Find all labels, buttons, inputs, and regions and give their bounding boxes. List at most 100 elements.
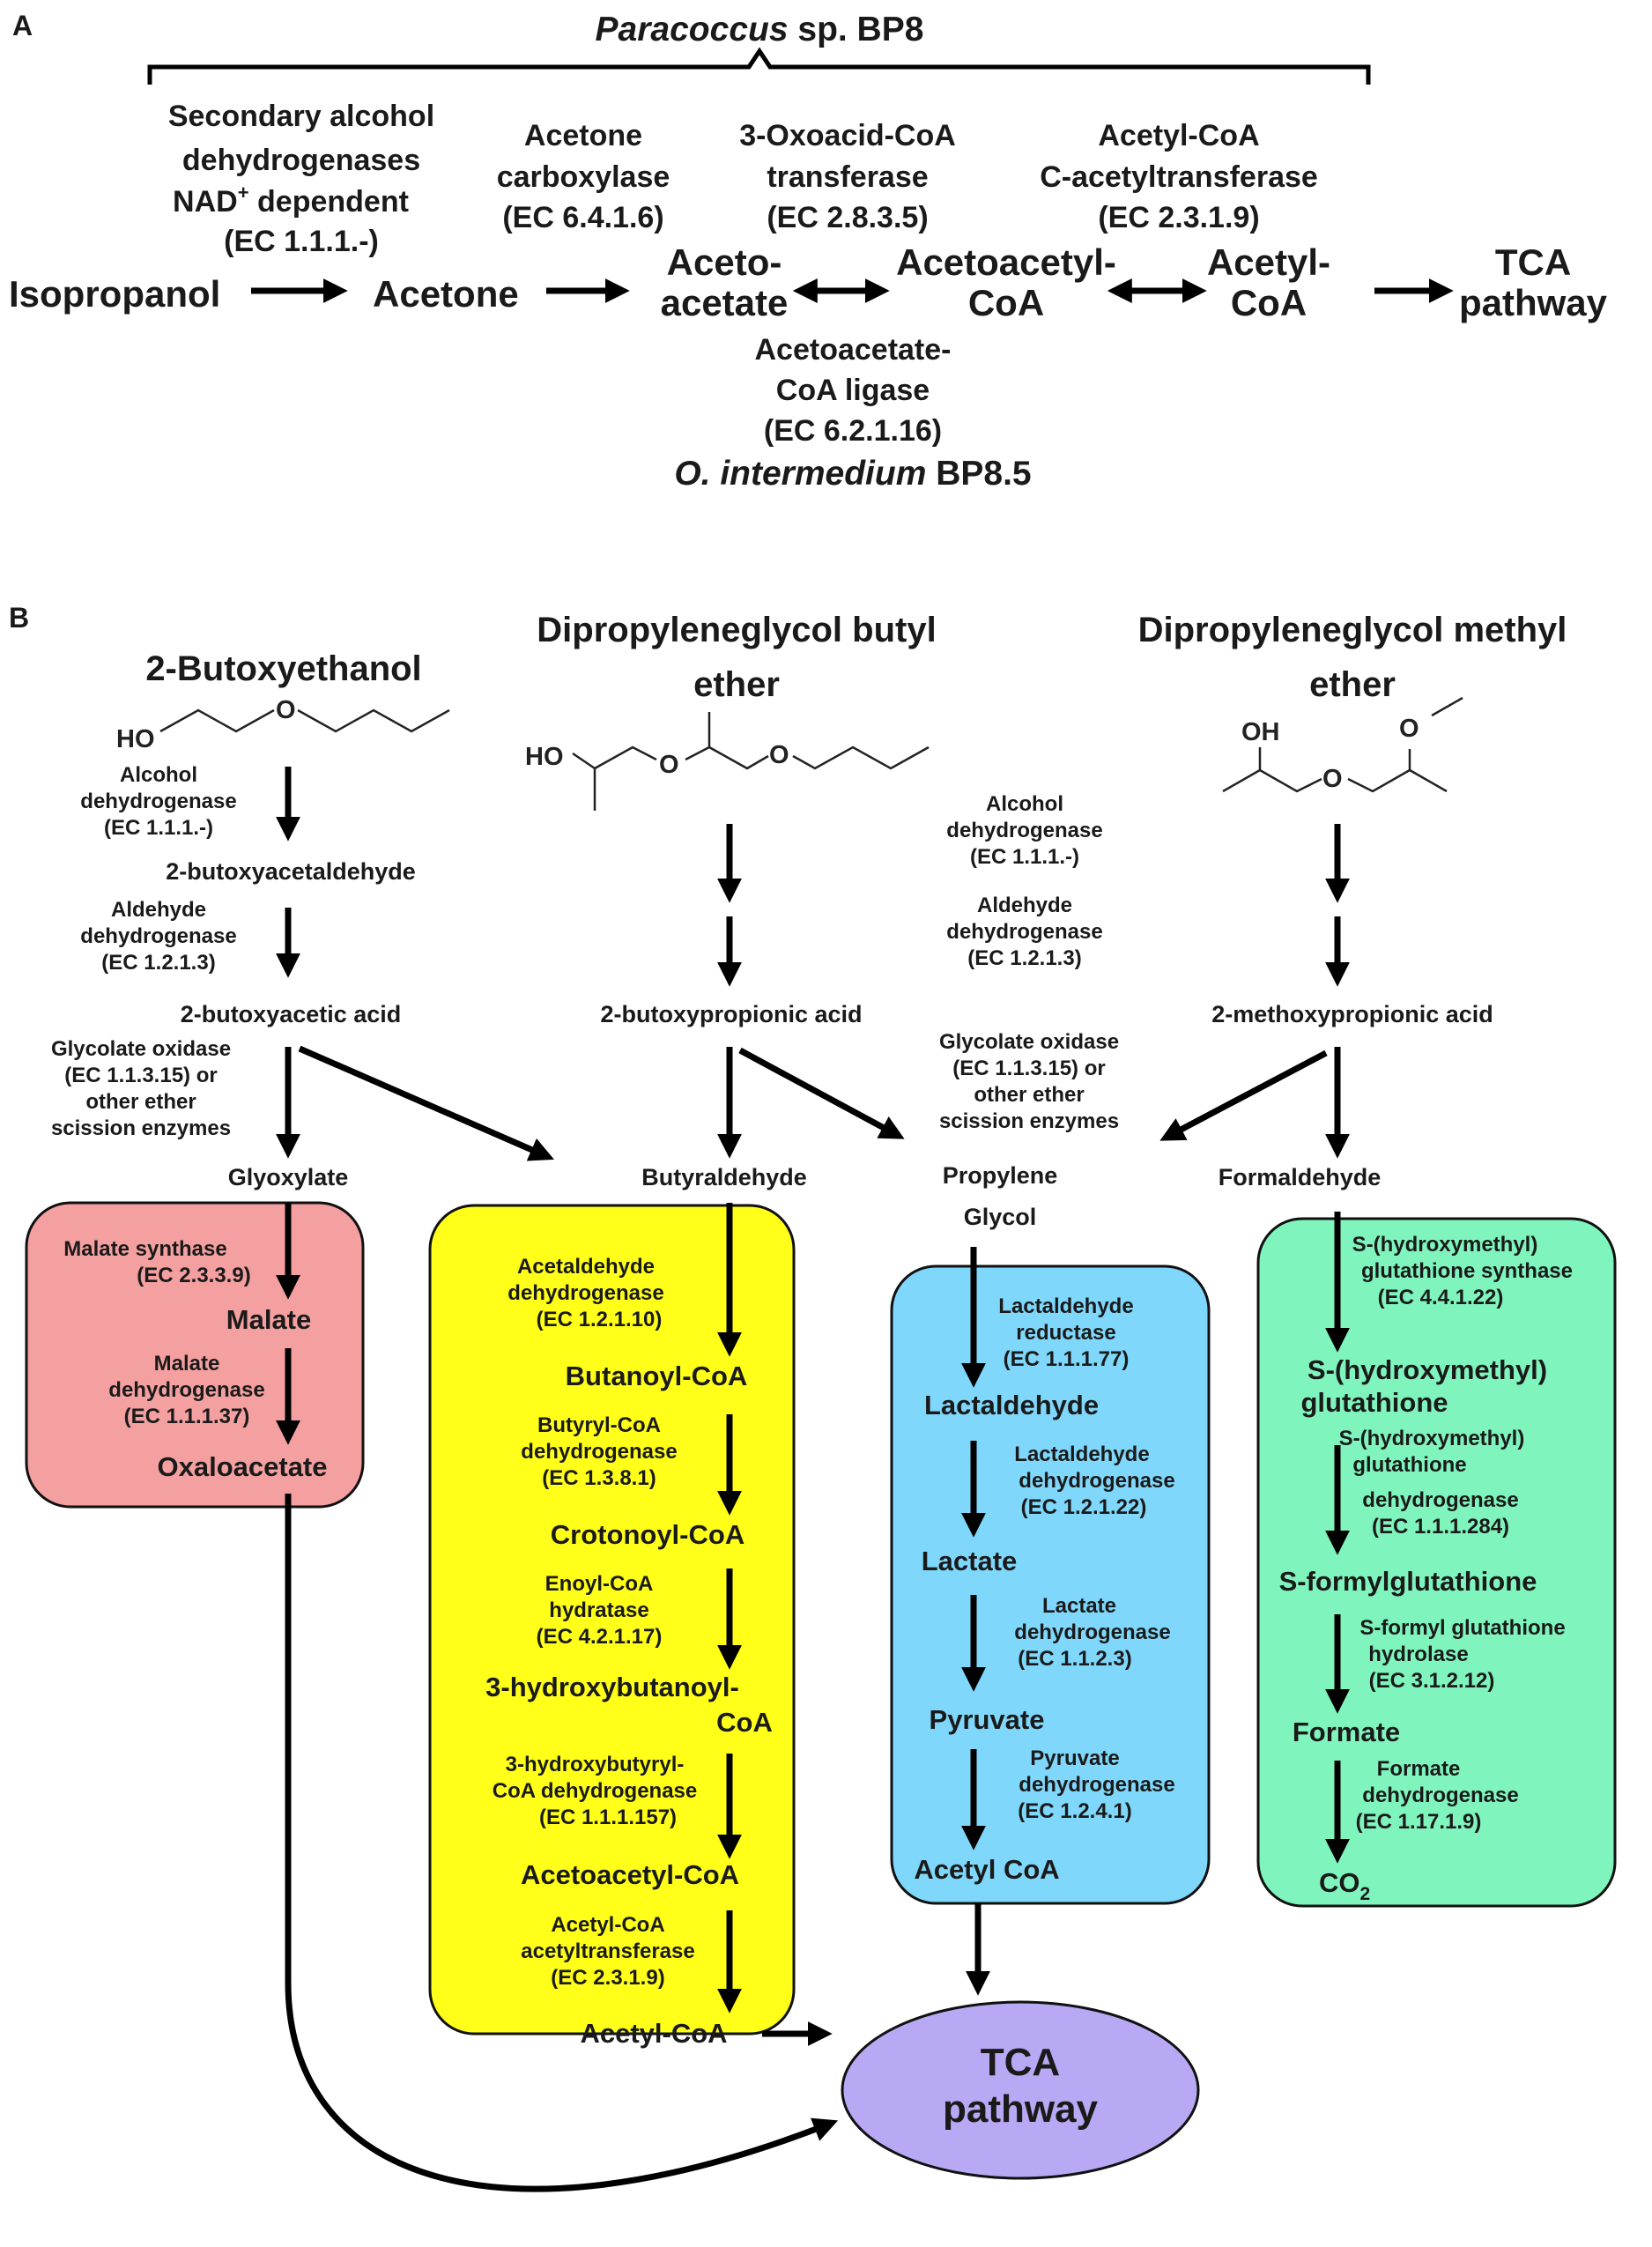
arrow-methoxypropionic-propyleneglycol: [1159, 1049, 1328, 1141]
svg-text:(EC 1.2.1.3): (EC 1.2.1.3): [967, 946, 1081, 970]
svg-text:S-formyl glutathione: S-formyl glutathione: [1359, 1616, 1565, 1640]
svg-text:dehydrogenase: dehydrogenase: [108, 1378, 264, 1402]
butyrate-box: [428, 1204, 796, 2036]
svg-text:pathway: pathway: [943, 2088, 1099, 2131]
svg-text:(EC 4.4.1.22): (EC 4.4.1.22): [1378, 1286, 1504, 1309]
svg-text:dehydrogenase: dehydrogenase: [1014, 1620, 1170, 1644]
compound-2-butoxyacetic-acid: 2-butoxyacetic acid: [181, 1001, 402, 1027]
compound-formate: Formate: [1293, 1717, 1400, 1747]
svg-text:CoA: CoA: [716, 1707, 773, 1738]
svg-text:dehydrogenase: dehydrogenase: [1019, 1469, 1174, 1493]
molecule-dpg-methyl-ether: OH O O: [1222, 696, 1463, 793]
svg-text:(EC 1.1.1.-): (EC 1.1.1.-): [224, 225, 379, 258]
compound-crotonoyl-coa: Crotonoyl-CoA: [551, 1519, 745, 1550]
compound-tca-pathway-a: TCA pathway: [1459, 241, 1608, 323]
svg-text:C-acetyltransferase: C-acetyltransferase: [1040, 160, 1318, 194]
svg-text:reductase: reductase: [1016, 1321, 1115, 1345]
molecule-dpg-butyl-ether: HO O O: [525, 712, 930, 811]
panel-b-label: B: [9, 602, 29, 634]
compound-pyruvate: Pyruvate: [930, 1704, 1045, 1735]
svg-text:(EC 3.1.2.12): (EC 3.1.2.12): [1369, 1669, 1495, 1693]
svg-text:Alcohol: Alcohol: [986, 792, 1063, 816]
compound-acetoacetyl-coa: Acetoacetyl- CoA: [896, 241, 1116, 323]
svg-text:ether: ether: [693, 665, 780, 704]
svg-text:scission enzymes: scission enzymes: [939, 1109, 1119, 1133]
compound-isopropanol: Isopropanol: [9, 273, 220, 315]
enzyme-3-hydroxybutyryl-coa-dehydrogenase: 3-hydroxybutyryl- CoA dehydrogenase (EC …: [493, 1753, 698, 1829]
compound-lactate: Lactate: [922, 1546, 1018, 1576]
organism-bracket: [147, 47, 1371, 85]
compound-propylene-glycol: Propylene Glycol: [943, 1162, 1058, 1230]
svg-text:(EC 1.2.1.10): (EC 1.2.1.10): [537, 1308, 663, 1331]
title-2-butoxyethanol: 2-Butoxyethanol: [145, 649, 421, 688]
svg-text:CoA dehydrogenase: CoA dehydrogenase: [493, 1779, 698, 1803]
compound-formaldehyde: Formaldehyde: [1219, 1164, 1382, 1190]
svg-text:S-(hydroxymethyl): S-(hydroxymethyl): [1339, 1427, 1525, 1450]
svg-text:Aceto-: Aceto-: [667, 241, 782, 283]
svg-text:(EC 6.2.1.16): (EC 6.2.1.16): [764, 414, 942, 448]
svg-text:glutathione: glutathione: [1352, 1453, 1466, 1477]
svg-text:(EC 1.17.1.9): (EC 1.17.1.9): [1356, 1810, 1482, 1834]
arrow-butoxyacetic-butyraldehyde: [298, 1045, 554, 1161]
svg-text:(EC 1.1.1.-): (EC 1.1.1.-): [970, 845, 1079, 869]
compound-acetyl-coa-blue: Acetyl CoA: [914, 1854, 1059, 1885]
svg-text:O: O: [276, 696, 296, 724]
tca-pathway-node: [841, 2000, 1200, 2180]
svg-text:(EC 1.1.1.157): (EC 1.1.1.157): [539, 1806, 677, 1829]
svg-text:(EC 1.1.3.15) or: (EC 1.1.3.15) or: [952, 1057, 1105, 1080]
enzyme-pyruvate-dehydrogenase: Pyruvate dehydrogenase (EC 1.2.4.1): [1018, 1746, 1174, 1823]
svg-text:Acetoacetyl-: Acetoacetyl-: [896, 241, 1116, 283]
enzyme-hydroxymethyl-glutathione-synthase: S-(hydroxymethyl) glutathione synthase (…: [1352, 1233, 1573, 1309]
arrow-oxaloacetate-tca: [285, 1494, 839, 2192]
arrow-butoxypropionic-propyleneglycol: [738, 1047, 905, 1139]
compound-2-butoxyacetaldehyde: 2-butoxyacetaldehyde: [166, 858, 416, 885]
svg-text:dehydrogenase: dehydrogenase: [1362, 1488, 1518, 1512]
compound-acetone: Acetone: [373, 273, 519, 315]
svg-text:Glycol: Glycol: [964, 1204, 1037, 1230]
molecule-2-butoxyethanol: HO O: [116, 696, 450, 753]
enzyme-aldehyde-dehydrogenase-2: Aldehyde dehydrogenase (EC 1.2.1.3): [946, 894, 1102, 970]
svg-text:dehydrogenase: dehydrogenase: [80, 924, 236, 948]
enzyme-acetone-carboxylase: Acetone carboxylase (EC 6.4.1.6): [497, 119, 670, 234]
compound-lactaldehyde: Lactaldehyde: [924, 1390, 1099, 1420]
svg-text:Lactate: Lactate: [1042, 1594, 1116, 1618]
svg-text:(EC 1.1.1.77): (EC 1.1.1.77): [1004, 1347, 1130, 1371]
enzyme-lactate-dehydrogenase: Lactate dehydrogenase (EC 1.1.2.3): [1014, 1594, 1170, 1671]
svg-text:dehydrogenase: dehydrogenase: [946, 920, 1102, 944]
svg-text:glutathione synthase: glutathione synthase: [1361, 1259, 1573, 1283]
compound-acetoacetyl-coa-b: Acetoacetyl-CoA: [521, 1859, 739, 1890]
svg-text:other ether: other ether: [974, 1083, 1084, 1107]
svg-text:Dipropyleneglycol methyl: Dipropyleneglycol methyl: [1138, 611, 1567, 649]
svg-text:(EC 1.1.3.15) or: (EC 1.1.3.15) or: [64, 1064, 217, 1087]
svg-text:(EC 4.2.1.17): (EC 4.2.1.17): [537, 1625, 663, 1649]
svg-text:O: O: [769, 741, 789, 769]
svg-text:Lactaldehyde: Lactaldehyde: [998, 1294, 1133, 1318]
svg-text:acetyltransferase: acetyltransferase: [521, 1939, 694, 1963]
svg-text:(EC 1.2.1.22): (EC 1.2.1.22): [1021, 1495, 1147, 1519]
svg-text:(EC 1.1.1.37): (EC 1.1.1.37): [124, 1405, 250, 1428]
compound-butanoyl-coa: Butanoyl-CoA: [566, 1361, 748, 1391]
svg-text:dehydrogenase: dehydrogenase: [1019, 1773, 1174, 1797]
enzyme-hydroxymethyl-glutathione-dehydrogenase: S-(hydroxymethyl) glutathione dehydrogen…: [1339, 1427, 1525, 1539]
enzyme-malate-dehydrogenase: Malate dehydrogenase (EC 1.1.1.37): [108, 1352, 264, 1428]
svg-text:(EC 1.1.1.-): (EC 1.1.1.-): [104, 816, 213, 840]
svg-text:Secondary alcohol: Secondary alcohol: [168, 100, 434, 133]
svg-text:3-Oxoacid-CoA: 3-Oxoacid-CoA: [739, 119, 956, 152]
svg-text:hydrolase: hydrolase: [1368, 1643, 1468, 1666]
svg-text:CoA: CoA: [968, 282, 1044, 323]
svg-text:Acetyl-: Acetyl-: [1207, 241, 1330, 283]
enzyme-sadh: Secondary alcohol dehydrogenases NAD+ de…: [168, 100, 434, 258]
svg-text:OH: OH: [1241, 718, 1280, 746]
svg-text:S-(hydroxymethyl): S-(hydroxymethyl): [1308, 1354, 1547, 1385]
enzyme-aldehyde-dehydrogenase-1: Aldehyde dehydrogenase (EC 1.2.1.3): [80, 898, 236, 975]
svg-text:(EC 1.1.1.284): (EC 1.1.1.284): [1372, 1515, 1509, 1539]
svg-text:(EC 2.8.3.5): (EC 2.8.3.5): [767, 201, 928, 234]
svg-text:Acetaldehyde: Acetaldehyde: [517, 1255, 655, 1279]
svg-text:O: O: [1322, 765, 1343, 793]
svg-text:Enoyl-CoA: Enoyl-CoA: [545, 1572, 654, 1596]
enzyme-alcohol-dehydrogenase-2: Alcohol dehydrogenase (EC 1.1.1.-): [946, 792, 1102, 869]
svg-text:Aldehyde: Aldehyde: [111, 898, 206, 922]
lactate-box: [890, 1264, 1211, 1905]
enzyme-lactaldehyde-reductase: Lactaldehyde reductase (EC 1.1.1.77): [998, 1294, 1133, 1371]
